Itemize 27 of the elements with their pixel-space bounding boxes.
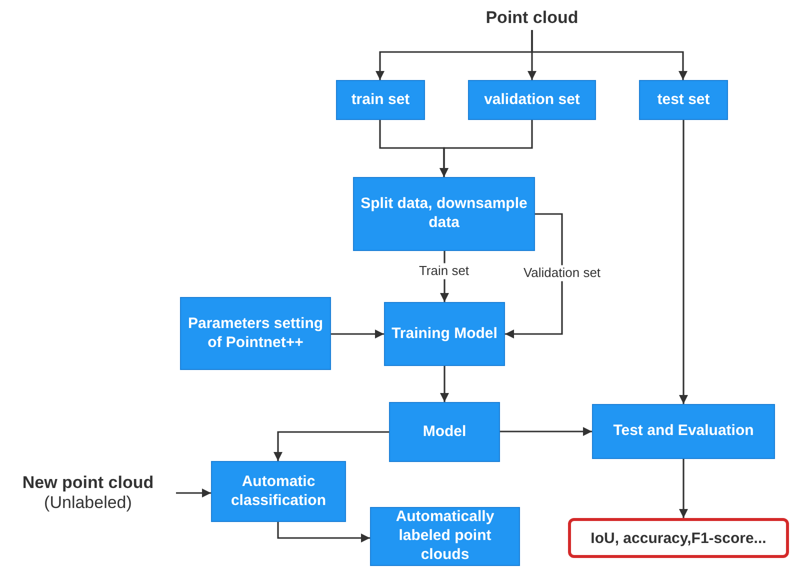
edge-label: Train set <box>416 263 472 279</box>
process-box: test set <box>639 80 728 120</box>
process-box: train set <box>336 80 425 120</box>
process-box: Model <box>389 402 500 462</box>
process-box: Training Model <box>384 302 505 366</box>
node-note: (Unlabeled) <box>44 493 132 513</box>
arrow <box>531 30 688 80</box>
result-box: IoU, accuracy,F1-score... <box>568 518 789 558</box>
arrow <box>274 431 389 461</box>
arrow <box>679 459 688 518</box>
node-title: Point cloud <box>486 8 578 28</box>
process-box: validation set <box>468 80 596 120</box>
process-box: Test and Evaluation <box>592 404 775 459</box>
arrow <box>440 366 449 402</box>
arrow <box>440 120 533 177</box>
arrow <box>277 522 370 542</box>
arrow <box>679 120 688 404</box>
node-title: New point cloud <box>22 473 154 493</box>
edge-label: Validation set <box>521 265 603 281</box>
arrow <box>505 213 563 338</box>
arrow <box>176 488 211 498</box>
process-box: Parameters setting of Pointnet++ <box>180 297 331 370</box>
arrow <box>500 427 592 436</box>
arrow <box>331 330 384 338</box>
process-box: Automatic classification <box>211 461 346 522</box>
process-box: Split data, downsample data <box>353 177 535 251</box>
process-box: Automatically labeled point clouds <box>370 507 520 566</box>
